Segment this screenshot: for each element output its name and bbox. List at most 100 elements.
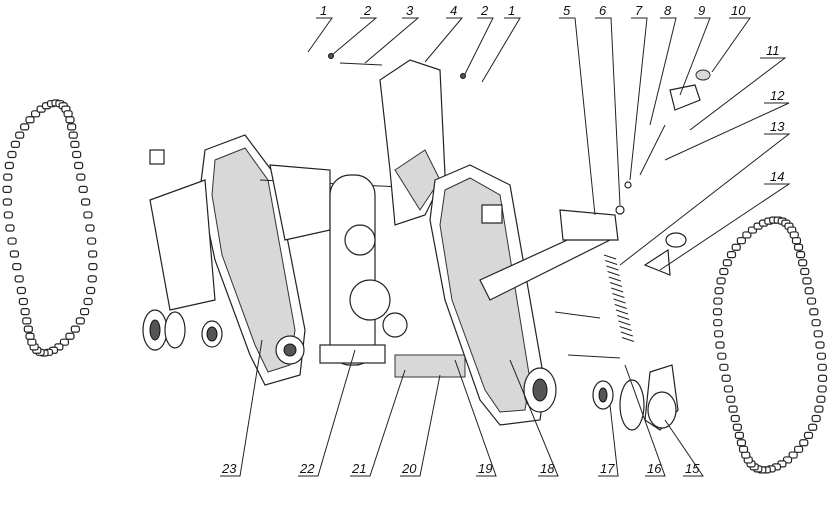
chain-link bbox=[2, 185, 12, 193]
chain-link bbox=[23, 325, 33, 333]
chain-link bbox=[83, 297, 93, 306]
chain-link bbox=[788, 451, 798, 459]
callout-13: 13 bbox=[770, 119, 785, 134]
spring-coil bbox=[609, 282, 623, 287]
chain-link bbox=[76, 173, 86, 181]
chain-link bbox=[3, 211, 13, 219]
chain-link bbox=[794, 445, 804, 453]
callout-15: 15 bbox=[685, 461, 700, 476]
chain-link bbox=[726, 251, 737, 259]
chain-link bbox=[85, 224, 95, 232]
callout-4: 4 bbox=[450, 3, 457, 18]
chain-link bbox=[715, 341, 725, 349]
chain-link bbox=[803, 431, 814, 439]
chain-link bbox=[68, 131, 78, 139]
spring-coil bbox=[612, 293, 625, 298]
chain-link bbox=[65, 332, 75, 340]
chain-link bbox=[3, 173, 13, 181]
chain-link bbox=[813, 330, 823, 338]
chain-link bbox=[719, 363, 729, 371]
chain-link bbox=[731, 243, 741, 251]
chain-link bbox=[800, 267, 810, 276]
chain-link bbox=[20, 123, 30, 131]
chain-link bbox=[712, 308, 723, 316]
callout-7: 7 bbox=[635, 3, 643, 18]
callout-8: 8 bbox=[664, 3, 672, 18]
chain-link bbox=[18, 297, 28, 306]
leader-lines bbox=[220, 17, 791, 477]
callout-20: 20 bbox=[401, 461, 417, 476]
chain-link bbox=[88, 250, 98, 258]
callout-5: 5 bbox=[563, 3, 571, 18]
small-parts bbox=[328, 53, 711, 276]
chain-link bbox=[726, 395, 736, 403]
spring-coil bbox=[605, 260, 618, 265]
callout-10: 10 bbox=[731, 3, 746, 18]
chain-link bbox=[67, 123, 77, 131]
chain-link bbox=[723, 385, 734, 393]
chain-link bbox=[816, 395, 826, 403]
callout-6: 6 bbox=[599, 3, 607, 18]
callout-17: 17 bbox=[600, 461, 615, 476]
chain-link bbox=[806, 297, 817, 305]
chain-link bbox=[814, 405, 824, 413]
chain-link bbox=[741, 451, 751, 459]
callout-23: 23 bbox=[221, 461, 237, 476]
right-housing-plate bbox=[429, 164, 619, 426]
chain-link bbox=[70, 325, 80, 333]
chain-link bbox=[78, 185, 88, 193]
chain-link bbox=[811, 414, 821, 423]
spring-coil bbox=[617, 315, 630, 320]
chain-link bbox=[719, 267, 729, 276]
spring-coil bbox=[606, 265, 619, 271]
chain-link bbox=[730, 414, 740, 423]
callout-1: 1 bbox=[320, 3, 327, 18]
chain-link bbox=[4, 161, 14, 170]
spring-coil bbox=[611, 287, 624, 293]
central-chain-drive bbox=[319, 174, 466, 378]
chain-link bbox=[815, 341, 825, 349]
chain-link bbox=[738, 445, 749, 453]
left-bearing-flanges bbox=[142, 309, 223, 351]
chain-link bbox=[791, 237, 802, 245]
chain-link bbox=[722, 259, 732, 267]
chain-link bbox=[713, 297, 723, 305]
chain-link bbox=[88, 263, 98, 271]
hopper-cover bbox=[379, 59, 446, 226]
chain-link bbox=[728, 405, 738, 413]
callout-19: 19 bbox=[478, 461, 492, 476]
chain-link bbox=[817, 363, 827, 371]
callout-1b: 1 bbox=[508, 3, 515, 18]
chain-link bbox=[714, 330, 724, 338]
chain-link bbox=[736, 439, 747, 447]
right-bearing-flanges bbox=[554, 311, 679, 431]
chain-link bbox=[796, 251, 806, 259]
chain-link bbox=[798, 259, 808, 267]
chain-link bbox=[817, 385, 827, 393]
chain-link bbox=[802, 277, 812, 285]
callout-11: 11 bbox=[766, 43, 780, 58]
left-housing-plate bbox=[149, 134, 421, 386]
spring-coil bbox=[608, 276, 621, 282]
chain-link bbox=[713, 319, 723, 327]
chain-link bbox=[86, 286, 96, 295]
spring-coil bbox=[614, 304, 627, 309]
chain-link bbox=[72, 150, 82, 159]
spring-coil bbox=[607, 271, 620, 276]
chain-link bbox=[63, 110, 73, 118]
chain-link bbox=[79, 308, 90, 316]
callout-16: 16 bbox=[647, 461, 662, 476]
chain-link bbox=[714, 287, 724, 295]
chain-link bbox=[14, 275, 24, 283]
chain-link bbox=[87, 275, 97, 283]
chain-link bbox=[736, 237, 746, 245]
chain-link bbox=[5, 224, 15, 232]
left-roller-chain bbox=[2, 99, 98, 357]
chain-link bbox=[15, 131, 25, 139]
chain-link bbox=[83, 211, 93, 219]
chain-link bbox=[80, 198, 91, 206]
callout-2b: 2 bbox=[480, 3, 489, 18]
tension-spring bbox=[603, 254, 635, 342]
chain-link bbox=[793, 243, 804, 251]
chain-link bbox=[27, 338, 37, 346]
